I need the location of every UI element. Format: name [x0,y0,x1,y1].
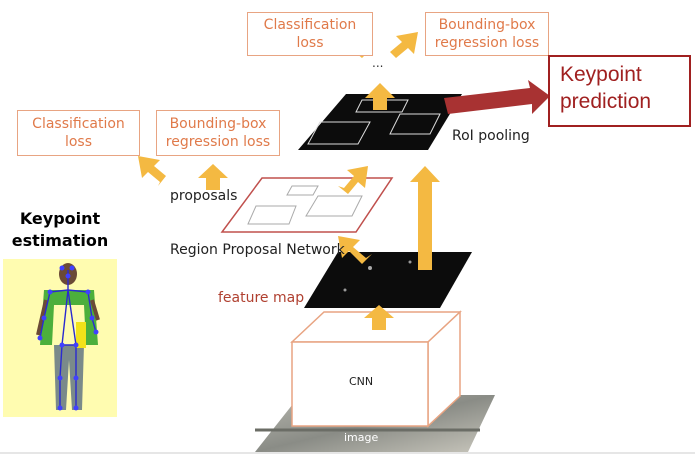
cnn-label: CNN [349,375,373,388]
keypoint-prediction-box: Keypoint prediction [548,55,691,127]
top-bbox-loss-box: Bounding-box regression loss [425,12,549,56]
keypoint-arrow [444,80,550,114]
top-classification-loss-label: Classification loss [264,16,357,52]
feature-dot [344,289,347,292]
top-classification-loss-box: Classification loss [247,12,373,56]
roi-pooling-label: RoI pooling [452,128,530,144]
image-label: image [344,431,378,444]
top-ellipsis: ... [372,56,383,70]
arrow-rpn-bbox [198,164,228,190]
arrow-top-bbox [390,32,418,60]
feature-dot [409,261,412,264]
feature-map [304,252,472,308]
feature-map-label: feature map [218,290,304,306]
keypoint-estimation-label: Keypoint estimation [10,208,110,252]
top-bbox-loss-label: Bounding-box regression loss [435,16,539,52]
rpn-label: Region Proposal Network [170,242,345,258]
feature-dot [368,266,372,270]
proposals-label: proposals [170,188,237,204]
mid-classification-loss-box: Classification loss [17,110,140,156]
mid-classification-loss-label: Classification loss [32,115,125,151]
mid-bbox-loss-box: Bounding-box regression loss [156,110,280,156]
arrow-rpn-cls [138,156,166,186]
mid-bbox-loss-label: Bounding-box regression loss [166,115,270,151]
